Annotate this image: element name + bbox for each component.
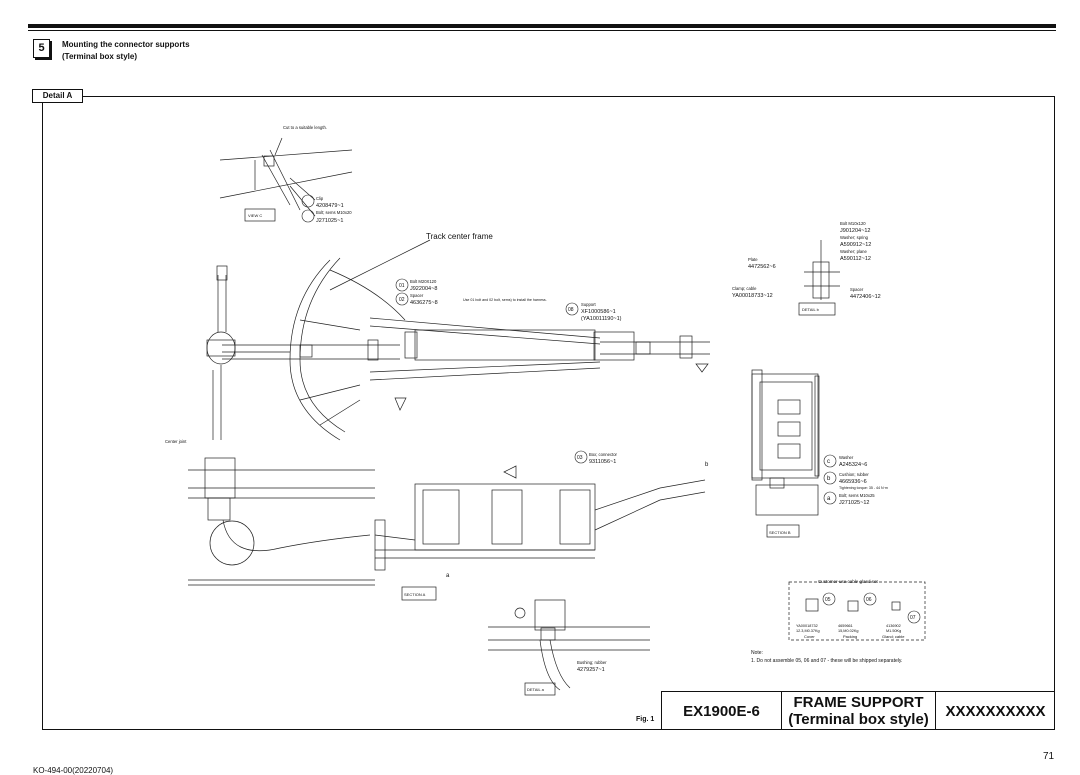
drawing-frame bbox=[42, 96, 1055, 730]
view-c-tag: VIEW C bbox=[248, 213, 262, 218]
step-title: Mounting the connector supports (Termina… bbox=[62, 39, 190, 63]
detail-b-part4-number: 4472562~6 bbox=[748, 264, 776, 270]
view-c-part2-name: Bolt; sems M10x20 bbox=[316, 210, 352, 215]
figure-label: Fig. 1 bbox=[636, 716, 655, 723]
note-body: 1. Do not assemble 05, 06 and 07 - these… bbox=[751, 658, 903, 664]
drawing-title-line2: (Terminal box style) bbox=[788, 711, 929, 728]
track-center-frame-label: Track center frame bbox=[426, 232, 493, 241]
bushing-name: Bushing; rubber bbox=[577, 660, 607, 665]
detail-b-part2-number: A590912~12 bbox=[840, 242, 871, 248]
section-b-sketch bbox=[751, 369, 820, 538]
step-title-line1: Mounting the connector supports bbox=[62, 40, 190, 49]
gland-set-title: Customer-use cable gland set bbox=[818, 579, 879, 584]
part-02-id: 02 bbox=[399, 297, 405, 303]
gland-06-id: 06 bbox=[866, 597, 872, 603]
view-c-part1-name: Clip bbox=[316, 196, 324, 201]
callout-a: a bbox=[446, 573, 450, 579]
view-c-part2-number: J271025~1 bbox=[316, 218, 343, 224]
header-rule-thin bbox=[28, 30, 1056, 31]
part-01-id: 01 bbox=[399, 283, 405, 289]
section-b-a-number: J271025~12 bbox=[839, 500, 869, 506]
drawing-title-line1: FRAME SUPPORT bbox=[793, 694, 924, 711]
support-08-id: 08 bbox=[568, 307, 574, 313]
center-joint-label: Center joint bbox=[165, 439, 187, 444]
assembly-note: Note: 1. Do not assemble 05, 06 and 07 -… bbox=[751, 649, 902, 665]
detail-b-part6-name: Spacer bbox=[850, 287, 864, 292]
gland-06-number: 4659661 bbox=[838, 624, 853, 628]
note-title: Note: bbox=[751, 650, 763, 656]
gland-05-qty: 12.3,M0.37Kg bbox=[796, 629, 820, 633]
view-c-note: Cut to a suitable length. bbox=[283, 125, 327, 130]
part-01-name: Bolt M20X120 bbox=[410, 279, 437, 284]
harness-note: Use 01 bolt and 02 bolt, sems) to instal… bbox=[463, 298, 547, 302]
support-08-number: XF1000586~1 bbox=[581, 309, 616, 315]
detail-a-tab: Detail A bbox=[32, 89, 83, 103]
model-number: EX1900E-6 bbox=[662, 692, 782, 730]
drawing-code: XXXXXXXXXX bbox=[945, 702, 1046, 720]
detail-b-part2-name: Washer; spring bbox=[840, 235, 869, 240]
view-c-sketch bbox=[219, 137, 353, 222]
header-rule bbox=[28, 24, 1056, 28]
step-number-badge: 5 bbox=[33, 39, 50, 58]
detail-a-sketch bbox=[488, 599, 650, 696]
box-connector-name: Box; connector bbox=[589, 452, 618, 457]
section-b-b-number: 4665936~6 bbox=[839, 479, 867, 485]
section-b-a-id: a bbox=[827, 496, 831, 502]
support-08-alt: (YA10011190~1) bbox=[581, 316, 622, 322]
gland-07-id: 07 bbox=[910, 615, 916, 621]
detail-b-part3-name: Washer; plane bbox=[840, 249, 868, 254]
section-a-tag: SECTION A bbox=[404, 592, 426, 597]
bushing-number: 4279257~1 bbox=[577, 667, 605, 673]
view-c-part1-number: 4208479~1 bbox=[316, 203, 344, 209]
part-02-name: Spacer bbox=[410, 293, 424, 298]
detail-b-part1-name: Bolt M10x120 bbox=[840, 221, 866, 226]
section-b-b-id: b bbox=[827, 476, 831, 482]
gland-07-name: Gland; cable bbox=[882, 634, 905, 639]
page-number: 71 bbox=[1043, 751, 1055, 762]
part-02-number: 4636275~8 bbox=[410, 300, 438, 306]
document-code: KO-494-00(20220704) bbox=[33, 766, 114, 775]
gland-06-qty: 15,M0.02Kg bbox=[838, 629, 858, 633]
gland-05-number: YA00018732 bbox=[796, 624, 818, 628]
detail-b-part3-number: A590112~12 bbox=[840, 256, 871, 262]
gland-07-qty: M1.50Kg bbox=[886, 629, 901, 633]
support-08-name: Support bbox=[581, 302, 597, 307]
gland-set-sketch bbox=[788, 581, 926, 641]
part-01-number: J922004~8 bbox=[410, 286, 437, 292]
detail-b-tag: DETAIL b bbox=[802, 307, 820, 312]
gland-07-number: 4136902 bbox=[886, 624, 901, 628]
detail-b-part4-name: Plate bbox=[748, 257, 758, 262]
callout-b: b bbox=[705, 462, 709, 468]
section-b-c-number: A245324~6 bbox=[839, 462, 867, 468]
box-connector-number: 9311056~1 bbox=[589, 459, 616, 465]
section-a-sketch bbox=[188, 457, 706, 601]
detail-b-part5-number: YA00018733~12 bbox=[732, 293, 773, 299]
track-frame-sketch bbox=[206, 239, 431, 441]
section-b-c-name: Washer bbox=[839, 455, 854, 460]
step-title-line2: (Terminal box style) bbox=[62, 52, 137, 61]
detail-b-part1-number: J901204~12 bbox=[840, 228, 870, 234]
detail-b-part5-name: Clamp; cable bbox=[732, 286, 757, 291]
section-b-b-name: Cushion; rubber bbox=[839, 472, 869, 477]
section-b-torque: Tightening torque: 35 - 44 N·m bbox=[839, 486, 888, 490]
drawing-title: FRAME SUPPORT (Terminal box style) bbox=[782, 692, 936, 730]
title-block: EX1900E-6 FRAME SUPPORT (Terminal box st… bbox=[661, 691, 1055, 730]
box-connector-id: 03 bbox=[577, 455, 583, 461]
detail-b-part6-number: 4472406~12 bbox=[850, 294, 881, 300]
detail-b-sketch bbox=[798, 240, 840, 316]
gland-05-name: Cover bbox=[804, 634, 815, 639]
section-b-c-id: c bbox=[827, 459, 830, 465]
gland-05-id: 05 bbox=[825, 597, 831, 603]
detail-a-small-tag: DETAIL a bbox=[527, 687, 545, 692]
section-b-a-name: Bolt; sems M10x25 bbox=[839, 493, 875, 498]
support-arm-sketch bbox=[367, 317, 710, 411]
section-b-tag: SECTION B bbox=[769, 530, 791, 535]
gland-06-name: Packing bbox=[843, 634, 857, 639]
